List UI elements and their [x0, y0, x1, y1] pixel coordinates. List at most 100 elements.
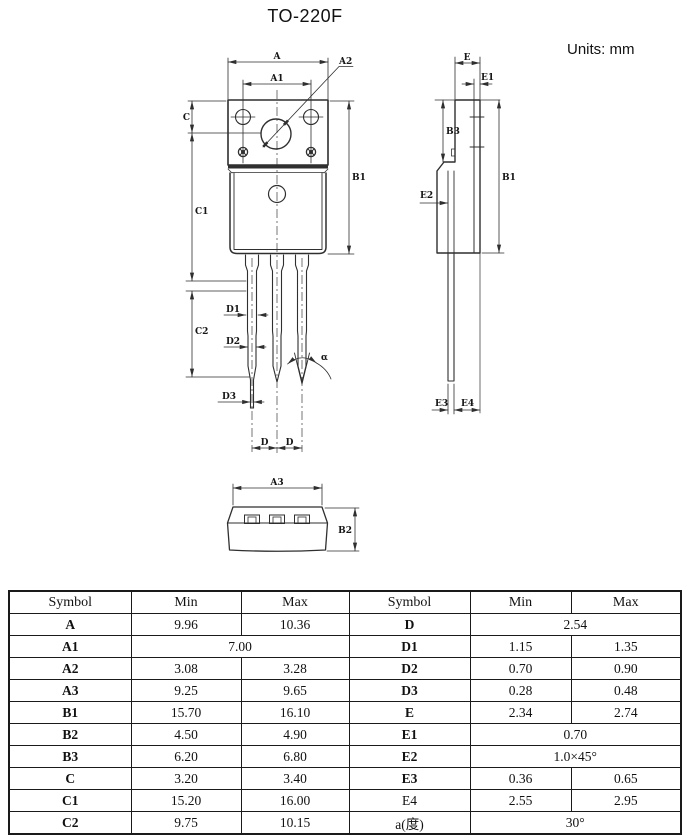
table-row: A3 9.25 9.65 D3 0.28 0.48: [8, 679, 682, 702]
value-cell: 2.95: [570, 789, 682, 812]
side-view: E E1 B3 B1 E2 E3 E4: [419, 53, 516, 415]
a2-diameter-ticks: [262, 119, 289, 148]
value-cell: 10.36: [240, 613, 350, 636]
dim-label-b1-side: B1: [502, 173, 516, 183]
symbol-cell: B3: [8, 745, 132, 768]
left-hole: [234, 108, 252, 126]
dim-label-d-left: D: [261, 438, 269, 448]
b1-extension-lines: [327, 100, 355, 255]
value-cell: 9.25: [130, 679, 242, 702]
dim-label-b2: B2: [338, 526, 352, 536]
value-cell: 3.28: [240, 657, 350, 680]
alpha-arc-tail: [316, 362, 332, 380]
dim-label-a3: A3: [269, 478, 283, 488]
right-rivet: [305, 146, 317, 158]
lead-3: [294, 254, 310, 383]
dim-label-d3: D3: [222, 392, 236, 402]
side-profile-outline: [436, 99, 481, 254]
value-cell: 6.20: [130, 745, 242, 768]
value-cell: 16.00: [240, 789, 350, 812]
value-cell: 2.55: [469, 789, 572, 812]
header-symbol-right: Symbol: [348, 590, 471, 614]
shoulder-lines: [227, 168, 329, 174]
dim-label-a2: A2: [338, 57, 352, 67]
alpha-arc: [287, 356, 317, 365]
table-row: A 9.96 10.36 D 2.54: [8, 613, 682, 636]
value-cell: 15.20: [130, 789, 242, 812]
symbol-cell: A3: [8, 679, 132, 702]
dimension-drawing: C C1 C2 B1 A A1 A2 D1 D2 D3: [183, 52, 516, 552]
value-cell: 0.90: [570, 657, 682, 680]
value-cell: 6.80: [240, 745, 350, 768]
dim-label-b3: B3: [446, 127, 460, 137]
header-symbol-left: Symbol: [8, 590, 132, 614]
value-cell: 1.35: [570, 635, 682, 658]
dim-label-d-right: D: [286, 438, 294, 448]
dim-label-a1: A1: [269, 74, 283, 84]
dim-label-d2: D2: [226, 337, 240, 347]
body-hole: [267, 184, 287, 204]
left-rivet: [237, 146, 249, 158]
dim-label-alpha: α: [321, 353, 328, 363]
symbol-cell: A: [8, 613, 132, 636]
table-row: B3 6.20 6.80 E2 1.0×45°: [8, 745, 682, 768]
dim-label-e1: E1: [481, 73, 494, 83]
page-title: TO-220F: [267, 6, 343, 26]
dim-label-c: C: [183, 113, 190, 123]
a2-leader-line: [262, 66, 354, 148]
front-view: C C1 C2 B1 A A1 A2 D1 D2 D3: [183, 52, 366, 453]
table-row: C 3.20 3.40 E3 0.36 0.65: [8, 767, 682, 790]
bottom-lead-sections: [244, 514, 310, 524]
value-cell: 9.96: [130, 613, 242, 636]
value-cell: 16.10: [240, 701, 350, 724]
body-inner-line: [233, 172, 323, 250]
table-row: B1 15.70 16.10 E 2.34 2.74: [8, 701, 682, 724]
dim-label-e3: E3: [435, 399, 448, 409]
dimension-table: Symbol Min Max Symbol Min Max A 9.96 10.…: [8, 590, 682, 835]
symbol-cell: C1: [8, 789, 132, 812]
symbol-cell: E3: [348, 767, 471, 790]
value-cell: 0.28: [469, 679, 572, 702]
symbol-cell: D: [348, 613, 471, 636]
dim-label-e: E: [464, 53, 471, 63]
header-max-left: Max: [240, 590, 350, 614]
dim-label-b1: B1: [352, 173, 366, 183]
lead-2: [269, 254, 285, 383]
dim-label-d1: D1: [226, 305, 240, 315]
value-cell: 0.48: [570, 679, 682, 702]
symbol-cell: A1: [8, 635, 132, 658]
value-cell: 0.36: [469, 767, 572, 790]
value-cell: 3.40: [240, 767, 350, 790]
value-cell: 4.90: [240, 723, 350, 746]
units-label: Units: mm: [567, 41, 635, 58]
dim-label-e2: E2: [420, 191, 433, 201]
symbol-cell: B2: [8, 723, 132, 746]
symbol-cell: C2: [8, 811, 132, 835]
symbol-cell: E: [348, 701, 471, 724]
dim-label-c1: C1: [195, 207, 208, 217]
value-cell: 9.75: [130, 811, 242, 835]
value-cell: 2.74: [570, 701, 682, 724]
lead-in-body-lines: [447, 170, 455, 254]
tab-tick-marks: [469, 116, 485, 148]
value-cell-merged: 2.54: [469, 613, 682, 636]
symbol-cell: D2: [348, 657, 471, 680]
value-cell-merged: 7.00: [130, 635, 350, 658]
dim-label-e4: E4: [461, 399, 474, 409]
hole-centerlines: [230, 79, 324, 164]
value-cell: 0.70: [469, 657, 572, 680]
value-cell: 3.08: [130, 657, 242, 680]
mounting-hole: [260, 118, 292, 150]
table-row: A2 3.08 3.28 D2 0.70 0.90: [8, 657, 682, 680]
symbol-cell: A2: [8, 657, 132, 680]
table-header-row: Symbol Min Max Symbol Min Max: [8, 590, 682, 614]
value-cell-merged: 1.0×45°: [469, 745, 682, 768]
side-lead: [447, 252, 455, 382]
symbol-cell: E4: [348, 789, 471, 812]
symbol-cell: D3: [348, 679, 471, 702]
symbol-cell: C: [8, 767, 132, 790]
bottom-view: A3 B2: [226, 478, 360, 552]
table-row: C1 15.20 16.00 E4 2.55 2.95: [8, 789, 682, 812]
mounting-tab-outline: [227, 99, 329, 166]
